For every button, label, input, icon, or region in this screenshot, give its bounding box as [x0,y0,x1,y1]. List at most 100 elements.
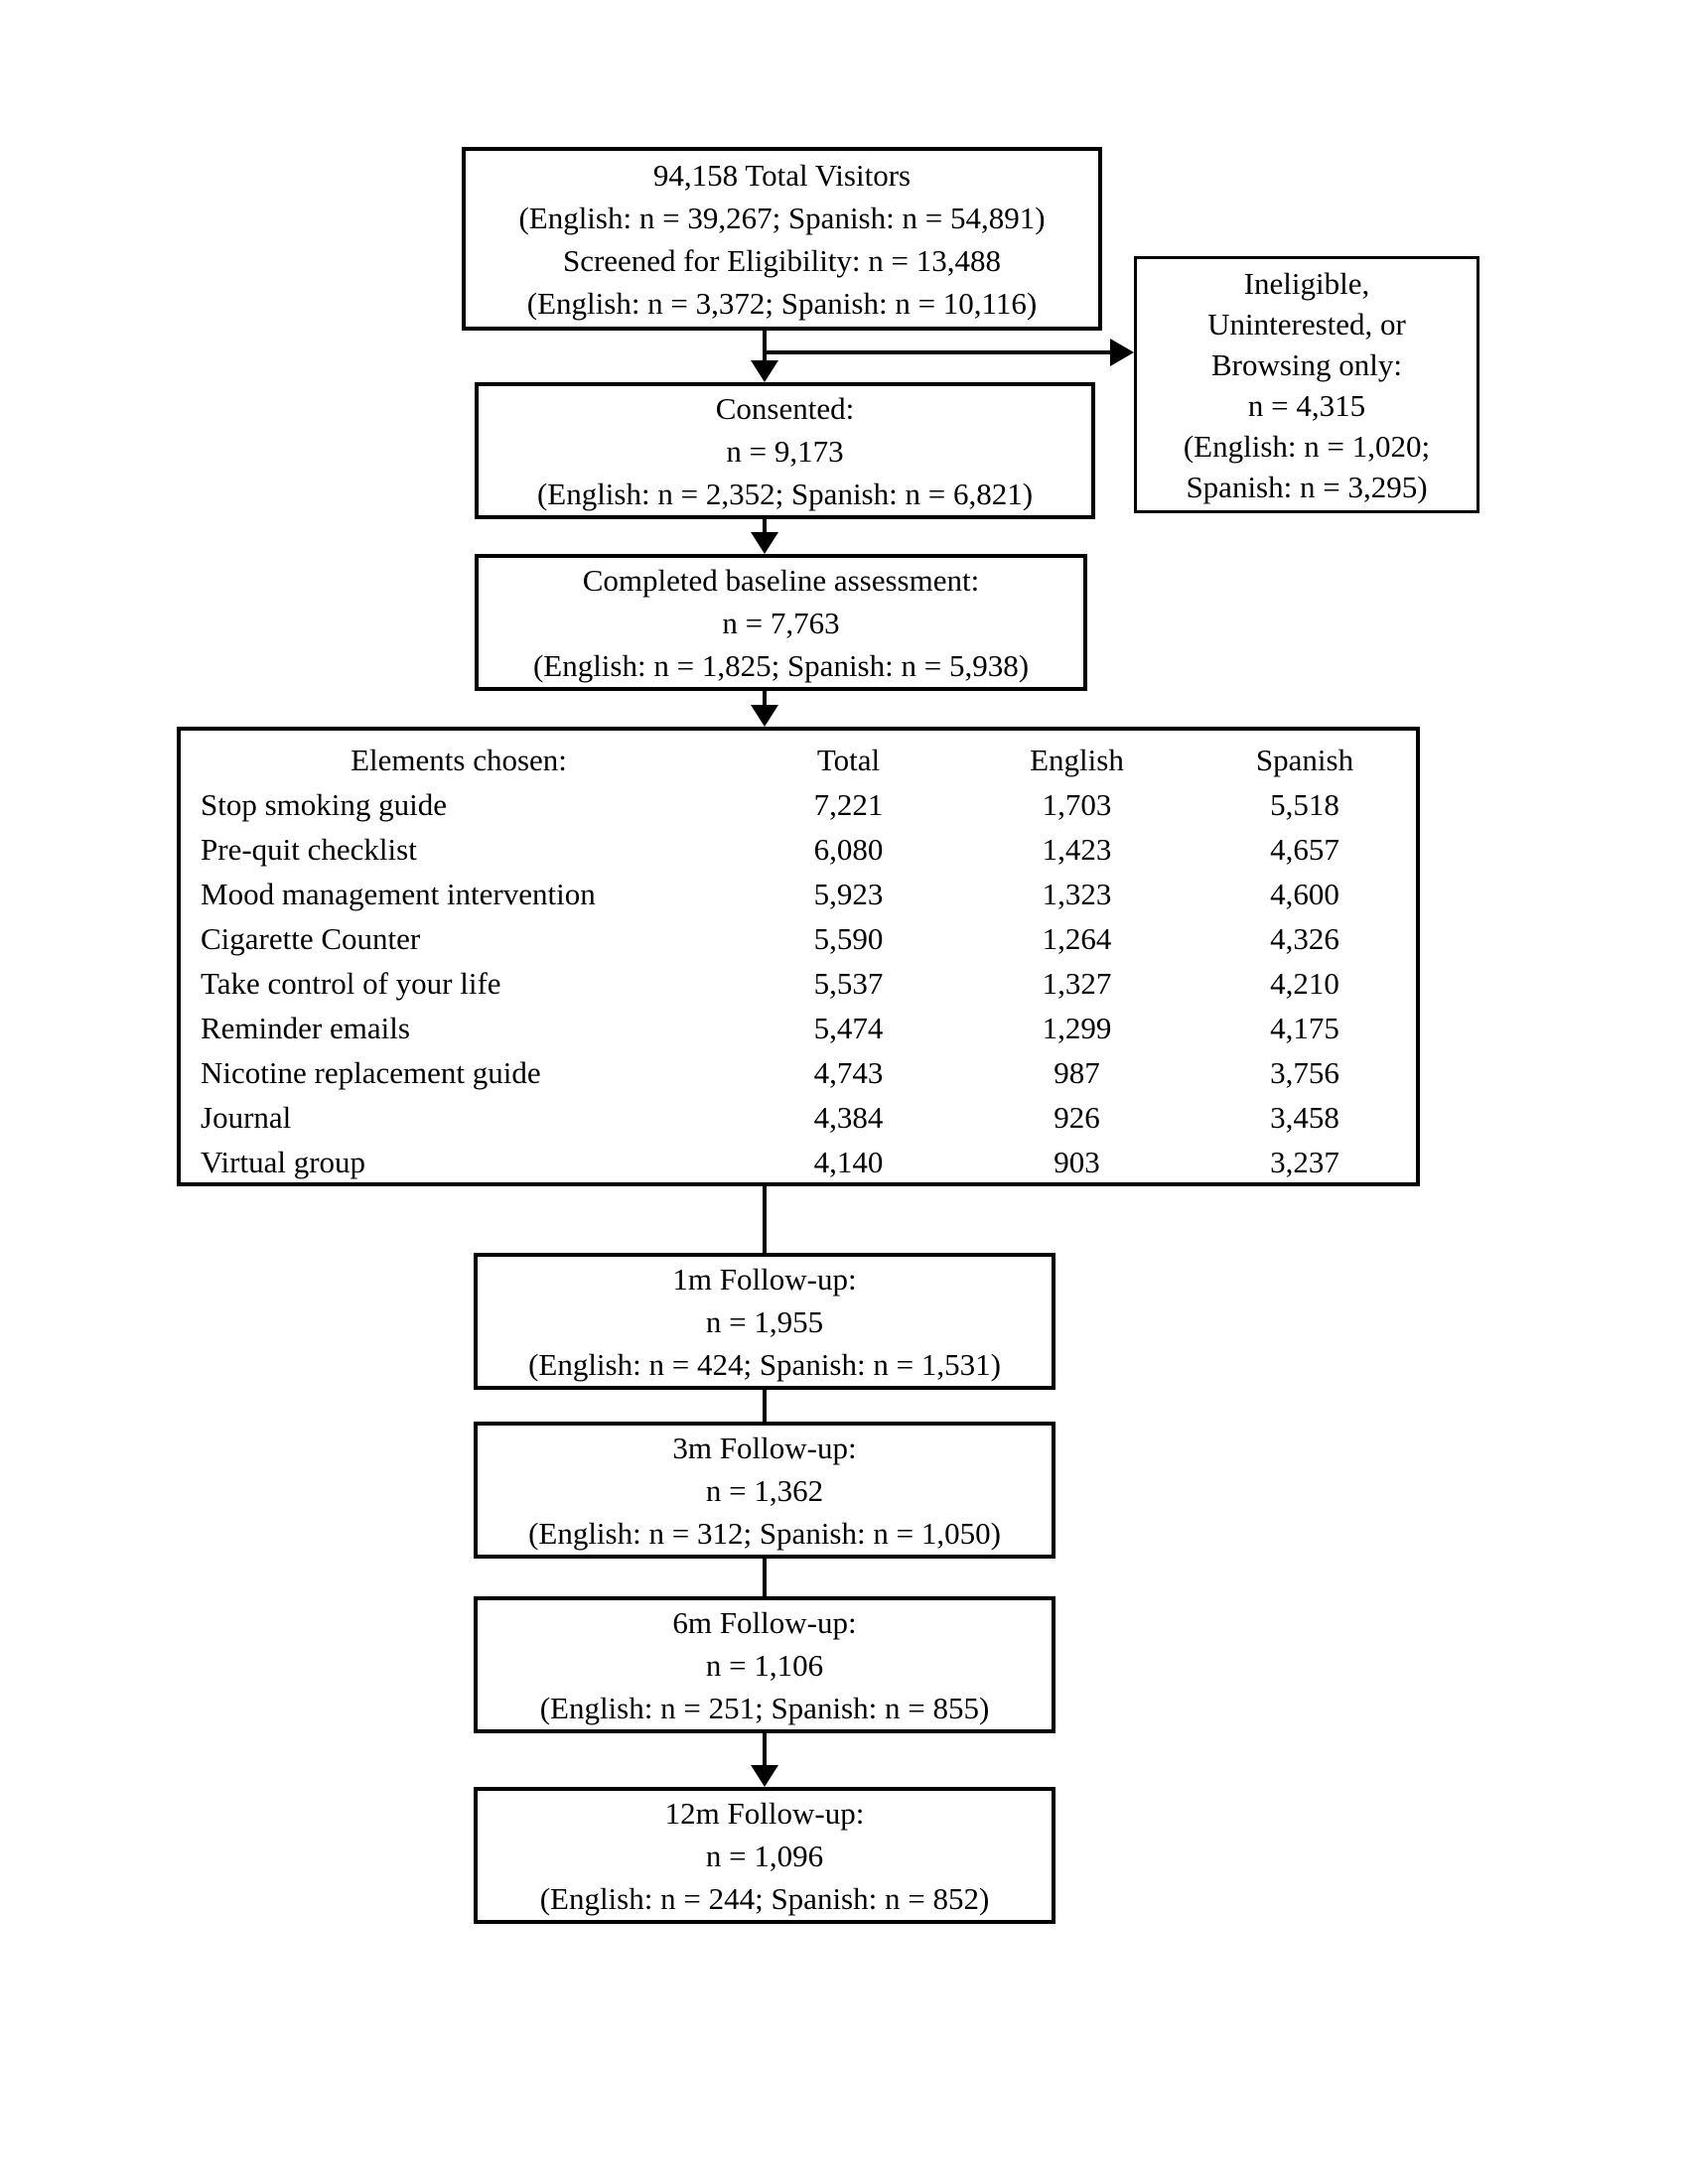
row-total: 5,590 [813,921,884,956]
box-line: n = 1,955 [705,1303,824,1339]
row-label: Mood management intervention [201,877,596,911]
box-line: Spanish: n = 3,295) [1186,469,1428,504]
connector-6m-to-12m [763,1723,767,1767]
row-spanish: 3,237 [1270,1145,1339,1179]
box-line: 1m Follow-up: [672,1261,857,1297]
connector-table-to-1m [763,1186,767,1253]
table-row: Pre-quit checklist 6,080 1,423 4,657 [181,827,1416,872]
arrowhead-down-table [751,705,778,727]
row-spanish: 4,600 [1270,877,1339,911]
row-label: Journal [201,1100,292,1135]
connector-branch-to-ineligible [763,350,1110,354]
row-spanish: 4,210 [1270,966,1339,1001]
arrowhead-right-ineligible [1110,339,1134,366]
box-completed-baseline: Completed baseline assessment: n = 7,763… [475,554,1087,691]
row-total: 5,537 [813,966,884,1001]
row-label: Nicotine replacement guide [201,1055,541,1090]
box-line: (English: n = 3,372; Spanish: n = 10,116… [526,285,1038,321]
box-line: (English: n = 424; Spanish: n = 1,531) [528,1346,1001,1382]
box-line: n = 1,106 [705,1647,824,1683]
row-total: 6,080 [813,832,884,867]
row-label: Cigarette Counter [201,921,421,956]
row-total: 5,923 [813,877,884,911]
connector-visitors-to-consented [763,331,767,360]
row-total: 5,474 [813,1011,884,1045]
table-header-english: English [1030,743,1124,777]
table-row: Stop smoking guide 7,221 1,703 5,518 [181,782,1416,827]
row-spanish: 4,175 [1270,1011,1339,1045]
box-line: Browsing only: [1210,346,1403,382]
table-header-spanish: Spanish [1255,743,1354,777]
table-row: Reminder emails 5,474 1,299 4,175 [181,1006,1416,1050]
box-line: 12m Follow-up: [664,1795,865,1831]
box-line: 6m Follow-up: [672,1604,857,1640]
row-label: Pre-quit checklist [201,832,417,867]
box-line: (English: n = 244; Spanish: n = 852) [539,1880,990,1916]
row-label: Virtual group [201,1145,366,1179]
box-followup-3m: 3m Follow-up: n = 1,362 (English: n = 31… [474,1422,1055,1559]
row-spanish: 4,657 [1270,832,1339,867]
box-line: n = 7,763 [722,605,840,640]
arrowhead-down-consented [751,360,778,382]
box-line: n = 4,315 [1247,387,1366,423]
row-total: 7,221 [813,787,884,822]
table-row: Journal 4,384 926 3,458 [181,1095,1416,1140]
box-line: (English: n = 39,267; Spanish: n = 54,89… [518,200,1046,235]
row-english: 926 [1054,1100,1100,1135]
row-english: 1,327 [1042,966,1112,1001]
connector-1m-to-3m [763,1390,767,1422]
box-line: Screened for Eligibility: n = 13,488 [562,242,1002,278]
box-line: Consented: [715,390,855,426]
box-ineligible: Ineligible, Uninterested, or Browsing on… [1134,256,1479,513]
row-spanish: 4,326 [1270,921,1339,956]
row-english: 903 [1054,1145,1100,1179]
table-row: Nicotine replacement guide 4,743 987 3,7… [181,1050,1416,1095]
box-followup-12m: 12m Follow-up: n = 1,096 (English: n = 2… [474,1787,1055,1924]
row-spanish: 3,756 [1270,1055,1339,1090]
table-row: Virtual group 4,140 903 3,237 [181,1140,1416,1184]
box-line: n = 1,362 [705,1472,824,1508]
box-consented: Consented: n = 9,173 (English: n = 2,352… [475,382,1095,519]
row-english: 1,703 [1042,787,1112,822]
box-line: (English: n = 251; Spanish: n = 855) [539,1690,990,1725]
connector-baseline-to-table [763,691,767,707]
box-line: Uninterested, or [1207,306,1406,341]
row-total: 4,140 [813,1145,884,1179]
box-line: Ineligible, [1243,265,1370,301]
table-row: Mood management intervention 5,923 1,323… [181,872,1416,916]
row-label: Reminder emails [201,1011,410,1045]
box-total-visitors: 94,158 Total Visitors (English: n = 39,2… [462,147,1102,331]
row-english: 1,264 [1042,921,1112,956]
table-row: Take control of your life 5,537 1,327 4,… [181,961,1416,1006]
arrowhead-down-12m [751,1765,778,1787]
box-elements-table: Elements chosen: Total English Spanish S… [177,727,1420,1186]
box-line: (English: n = 312; Spanish: n = 1,050) [528,1515,1001,1551]
box-line: Completed baseline assessment: [582,562,980,598]
row-label: Take control of your life [201,966,501,1001]
row-english: 1,299 [1042,1011,1112,1045]
box-line: (English: n = 2,352; Spanish: n = 6,821) [536,476,1034,511]
arrowhead-down-baseline [751,532,778,554]
box-line: 94,158 Total Visitors [652,157,912,193]
row-spanish: 3,458 [1270,1100,1339,1135]
box-followup-6m: 6m Follow-up: n = 1,106 (English: n = 25… [474,1596,1055,1733]
table-header-label: Elements chosen: [351,743,567,777]
row-english: 987 [1054,1055,1100,1090]
table-header-row: Elements chosen: Total English Spanish [181,738,1416,782]
row-spanish: 5,518 [1270,787,1339,822]
box-line: (English: n = 1,825; Spanish: n = 5,938) [532,647,1030,683]
row-english: 1,323 [1042,877,1112,911]
connector-consented-to-baseline [763,519,767,534]
row-english: 1,423 [1042,832,1112,867]
box-line: (English: n = 1,020; [1183,428,1431,464]
box-followup-1m: 1m Follow-up: n = 1,955 (English: n = 42… [474,1253,1055,1390]
box-line: n = 1,096 [705,1838,824,1873]
row-total: 4,384 [813,1100,884,1135]
table-header-total: Total [816,743,881,777]
connector-3m-to-6m [763,1559,767,1596]
box-line: n = 9,173 [726,433,844,469]
row-total: 4,743 [813,1055,884,1090]
table-row: Cigarette Counter 5,590 1,264 4,326 [181,916,1416,961]
row-label: Stop smoking guide [201,787,448,822]
